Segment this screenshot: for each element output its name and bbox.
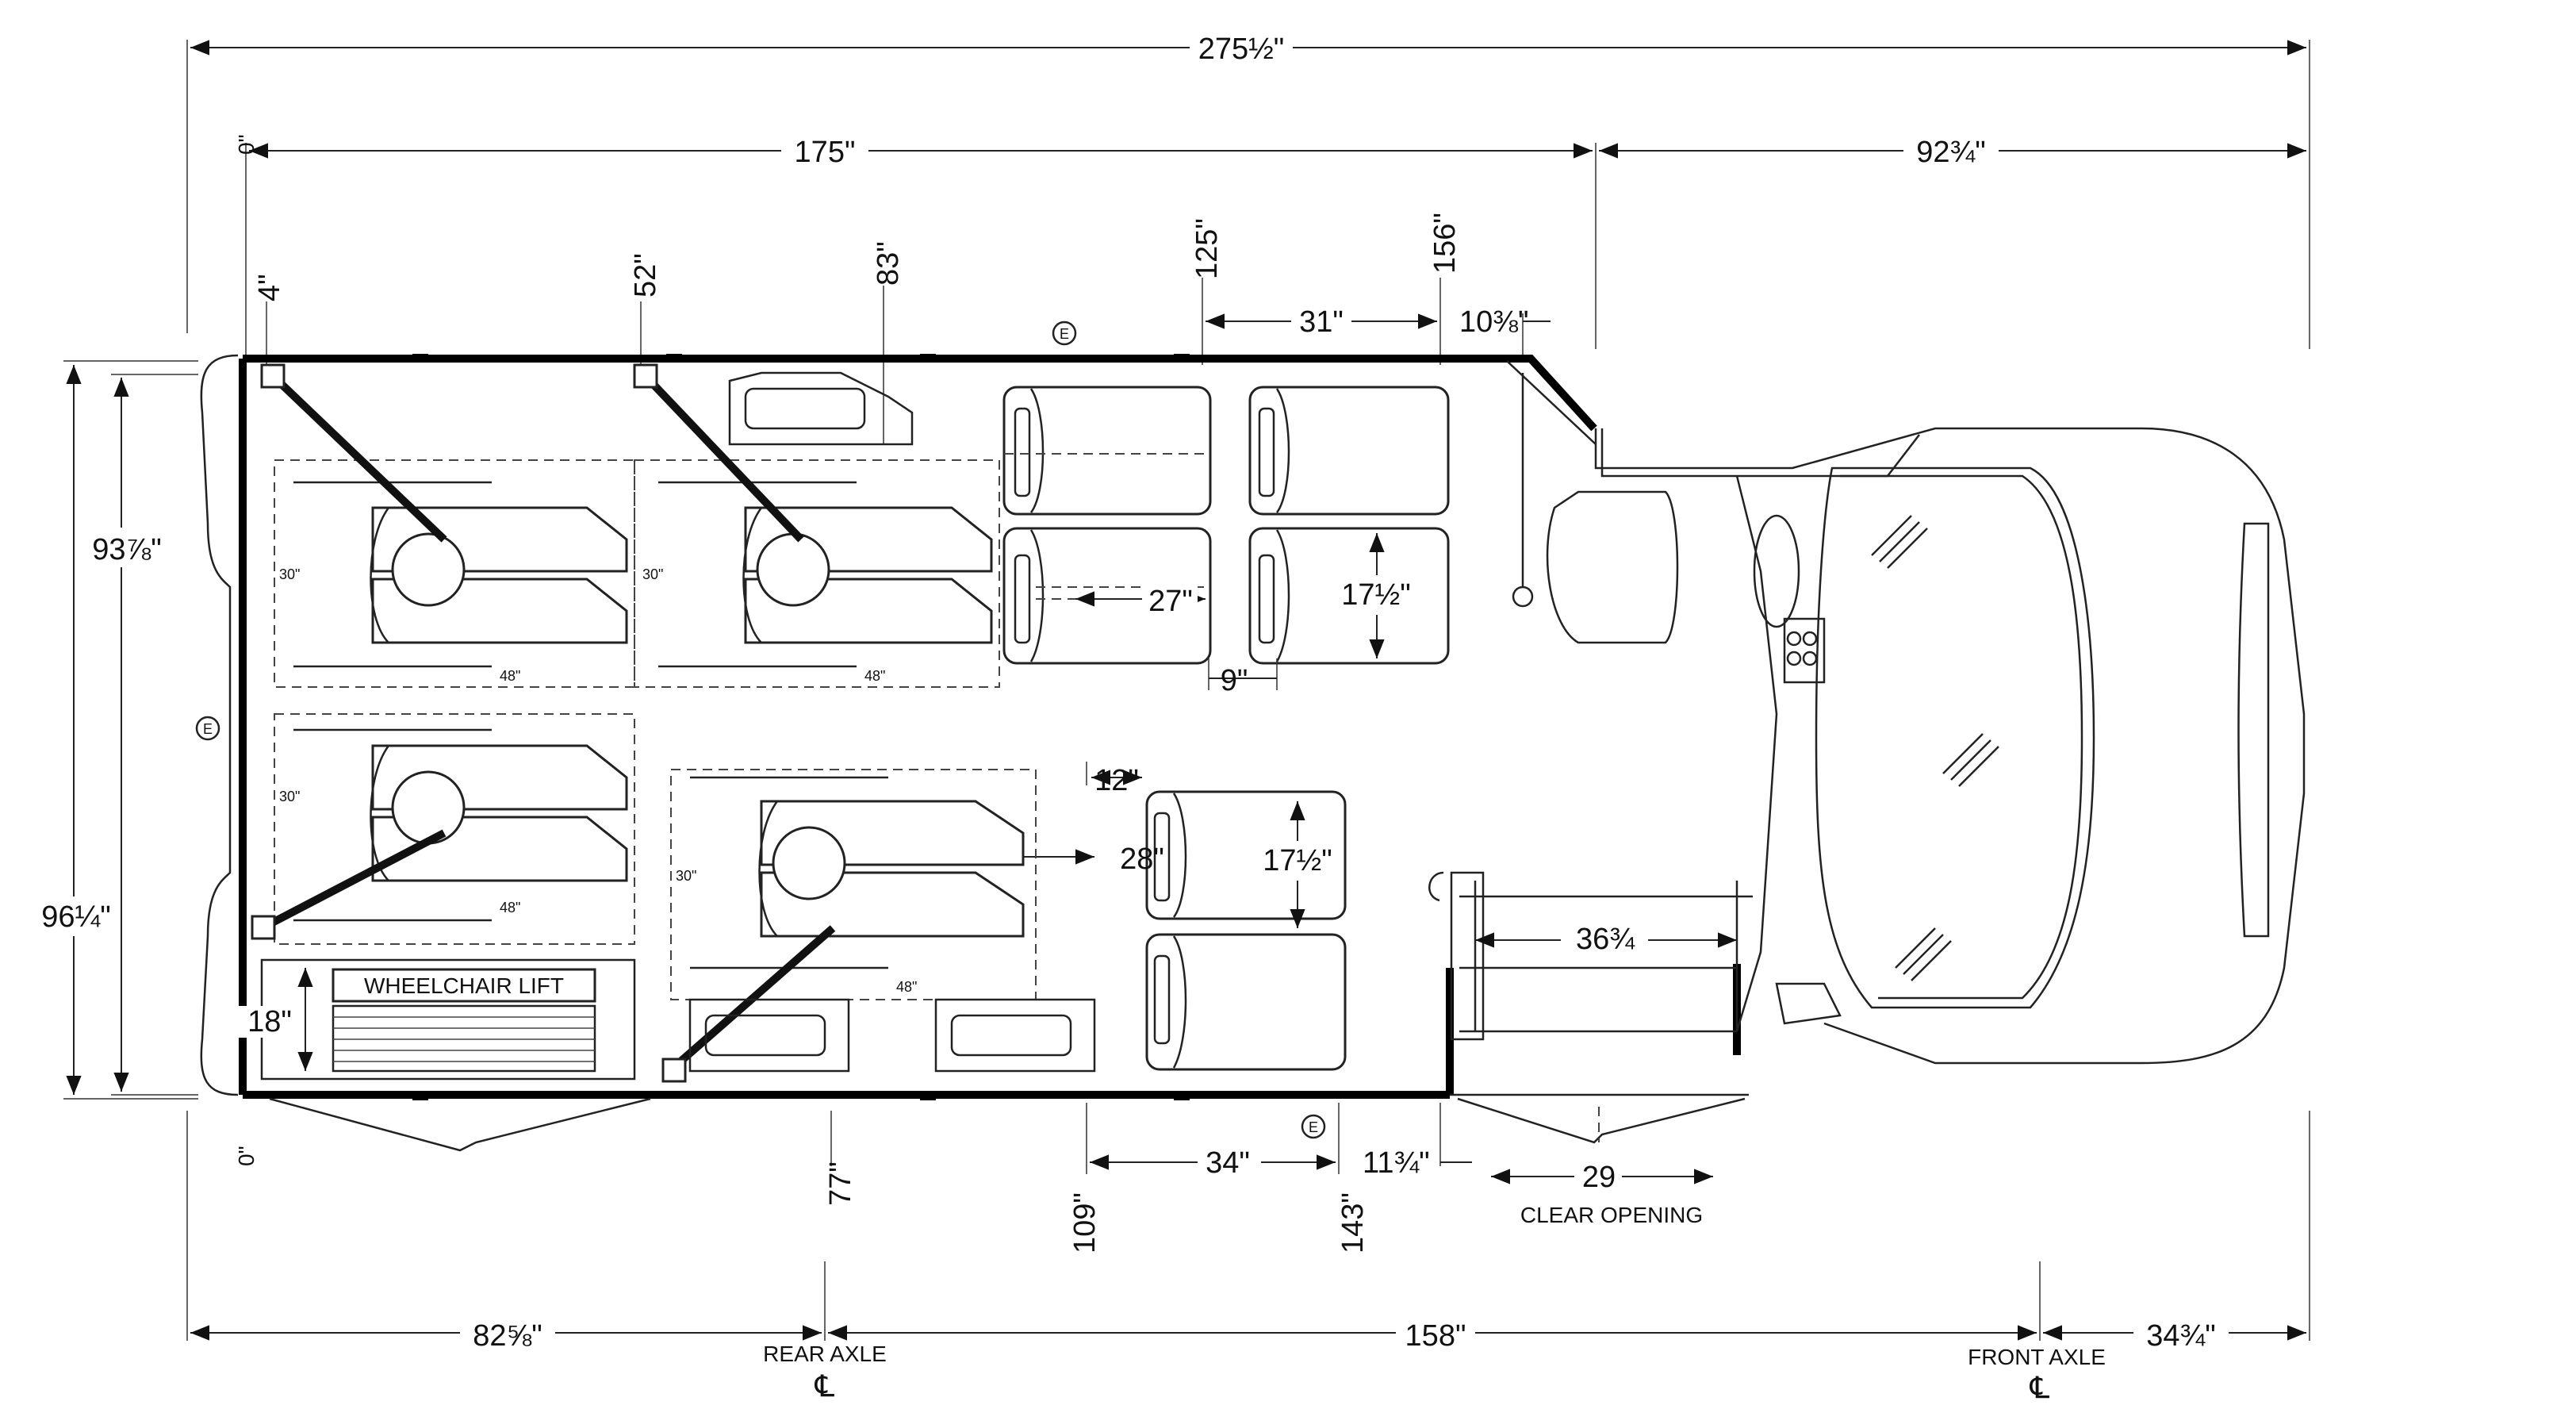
station-length-48b: 48" <box>864 668 885 684</box>
front-axle-label: FRONT AXLE <box>1968 1345 2106 1369</box>
inner-height-label: 93⅞" <box>92 533 161 566</box>
outer-height-label: 96¼" <box>41 900 110 934</box>
ruler-zero-top: 0" <box>234 134 259 155</box>
seat-dimensions: 27" 17½" 9" 12" 28" 17½" <box>976 533 1412 928</box>
clear-opening-label: CLEAR OPENING <box>1520 1203 1703 1227</box>
seat-row-3-right <box>1145 933 1347 1071</box>
station-width-30b: 30" <box>642 566 663 582</box>
interior-length-dimension: 175" 92¾" 0" <box>234 133 2306 357</box>
front-axle-centerline: ℄ <box>2030 1372 2050 1405</box>
front-gap-label: 10⅜" <box>1459 305 1528 339</box>
lift-depth-label: 18" <box>247 1005 292 1038</box>
station-length-48a: 48" <box>500 668 520 684</box>
front-overhang-label: 34¾" <box>2146 1319 2215 1353</box>
emergency-exit-icon: E <box>1052 321 1077 346</box>
door-width-label: 36¾ <box>1576 923 1635 956</box>
ruler-156: 156" <box>1428 213 1462 274</box>
seat-pitch-27: 27" <box>1148 585 1193 618</box>
seat-width-17b: 17½" <box>1263 844 1332 877</box>
station-width-30a: 30" <box>279 566 300 582</box>
wheelchair-station-a <box>260 363 635 688</box>
dist-34: 34" <box>1206 1146 1250 1180</box>
seat-spacing-31: 31" <box>1299 305 1344 339</box>
ruler-52: 52" <box>629 253 662 298</box>
wheelchair-stations: 30" 30" 30" 30" 48" 48" 48" 48" <box>251 363 1096 1083</box>
wheelchair-lift: WHEELCHAIR LIFT 18" 0" <box>234 958 636 1166</box>
rear-axle-label: REAR AXLE <box>763 1342 887 1366</box>
station-width-30c: 30" <box>279 789 300 804</box>
seat-row-1-left <box>1002 386 1212 516</box>
interior-length-label: 175" <box>795 136 856 169</box>
seat-gap-12: 12" <box>1094 764 1139 797</box>
svg-text:E: E <box>203 721 213 737</box>
rear-axle-centerline: ℄ <box>815 1370 835 1403</box>
bus-body-outline <box>200 354 1749 1152</box>
cab-length-label: 92¾" <box>1916 136 1985 169</box>
axle-dimensions: 82⅝" 158" 34¾" REAR AXLE ℄ FRONT AXLE ℄ <box>186 1111 2310 1405</box>
ruler-zero-bottom: 0" <box>234 1146 259 1166</box>
ruler-83: 83" <box>872 241 905 286</box>
position-ruler-bottom: 77" 109" 143" 34" 11¾" <box>824 1103 1472 1253</box>
forward-seats <box>1002 386 1450 1071</box>
svg-text:E: E <box>1309 1119 1318 1135</box>
dist-11: 11¾" <box>1363 1146 1430 1180</box>
station-length-48d: 48" <box>896 979 917 995</box>
position-ruler-top: 4" 52" 83" 125" 156" 31" 10⅜" <box>253 213 1551 444</box>
ruler-4: 4" <box>253 274 286 301</box>
wheelbase-label: 158" <box>1405 1319 1466 1353</box>
wheelchair-station-b <box>633 363 1000 688</box>
wheelchair-station-d <box>661 769 1096 1083</box>
door-dimensions: 36¾ 29 CLEAR OPENING <box>1475 912 1737 1227</box>
svg-text:E: E <box>1060 326 1069 342</box>
seat-pitch-28: 28" <box>1120 843 1164 876</box>
overall-length-label: 275½" <box>1198 33 1285 66</box>
height-dimensions: 93⅞" 96¼" <box>38 360 198 1100</box>
emergency-exit-icon: E <box>1301 1114 1326 1139</box>
wheelchair-station-c <box>251 713 635 945</box>
seat-row-2-left <box>1248 386 1450 516</box>
emergency-exit-icon: E <box>195 716 220 741</box>
station-width-30d: 30" <box>676 868 696 884</box>
rear-overhang-label: 82⅝" <box>473 1319 542 1353</box>
lift-label: WHEELCHAIR LIFT <box>364 973 564 998</box>
station-length-48c: 48" <box>500 900 520 916</box>
overall-length-dimension: 275½" <box>186 30 2310 349</box>
ruler-125: 125" <box>1190 218 1224 279</box>
seat-gap-9: 9" <box>1221 664 1248 697</box>
ruler-143: 143" <box>1336 1192 1370 1253</box>
ruler-77: 77" <box>824 1161 857 1206</box>
seat-width-17a: 17½" <box>1341 578 1410 612</box>
cab-area <box>1428 373 2306 1065</box>
ruler-109: 109" <box>1068 1192 1102 1253</box>
clear-opening-value: 29 <box>1582 1161 1616 1194</box>
exit-markers: E E E <box>195 321 1326 1139</box>
